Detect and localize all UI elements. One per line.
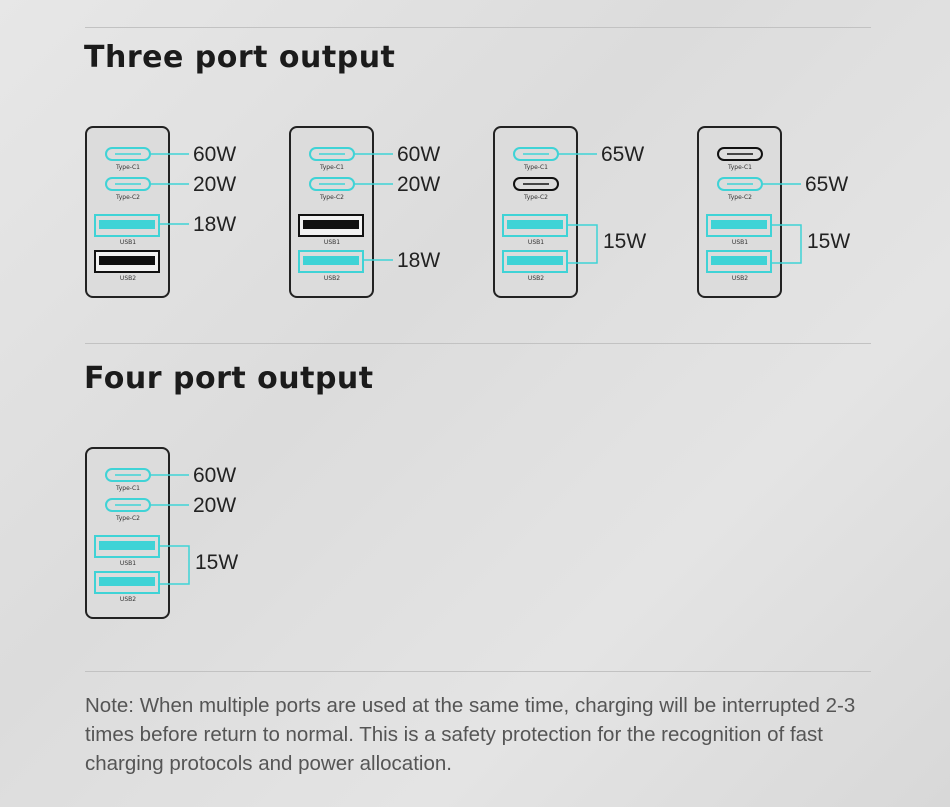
watt-label: 15W [603,230,647,253]
watt-label: 18W [193,213,237,236]
charger-diagram-2: Type-C1 Type-C2 USB1 USB2 60W 20W 18W [289,126,469,301]
port-label-type-c1: Type-C1 [115,164,140,171]
port-label-usb2: USB2 [732,275,748,282]
port-label-type-c2: Type-C2 [319,194,344,201]
port-label-type-c2: Type-C2 [523,194,548,201]
charger-diagram-1: Type-C1 Type-C2 USB1 USB2 60W 20W 18W [85,126,265,301]
safety-note: Note: When multiple ports are used at th… [85,694,856,775]
port-label-type-c2: Type-C2 [727,194,752,201]
port-label-usb1: USB1 [324,239,340,246]
port-label-usb1: USB1 [120,239,136,246]
four-port-title: Four port output [84,361,374,396]
watt-label: 65W [805,173,849,196]
middle-divider [85,343,871,344]
three-port-title: Three port output [84,40,396,75]
watt-label: 20W [193,494,237,517]
port-label-type-c1: Type-C1 [523,164,548,171]
port-label-type-c2: Type-C2 [115,194,140,201]
watt-label: 15W [195,551,239,574]
charger-diagram-3: Type-C1 Type-C2 USB1 USB2 65W 15W [493,126,673,301]
watt-label: 15W [807,230,851,253]
charger-diagram-4: Type-C1 Type-C2 USB1 USB2 65W 15W [697,126,877,301]
port-label-type-c1: Type-C1 [727,164,752,171]
watt-label: 65W [601,143,645,166]
port-label-type-c1: Type-C1 [115,485,140,492]
port-label-usb2: USB2 [324,275,340,282]
port-label-usb2: USB2 [528,275,544,282]
port-label-type-c2: Type-C2 [115,515,140,522]
watt-label: 20W [397,173,441,196]
watt-label: 60W [193,464,237,487]
port-label-usb1: USB1 [120,560,136,567]
charger-diagram-5: Type-C1 Type-C2 USB1 USB2 60W 20W 15W [85,447,265,622]
port-label-usb2: USB2 [120,275,136,282]
watt-label: 60W [397,143,441,166]
bottom-divider [85,671,871,672]
port-label-usb2: USB2 [120,596,136,603]
watt-label: 20W [193,173,237,196]
port-label-type-c1: Type-C1 [319,164,344,171]
watt-label: 60W [193,143,237,166]
port-label-usb1: USB1 [732,239,748,246]
port-label-usb1: USB1 [528,239,544,246]
watt-label: 18W [397,249,441,272]
top-divider [85,27,871,28]
